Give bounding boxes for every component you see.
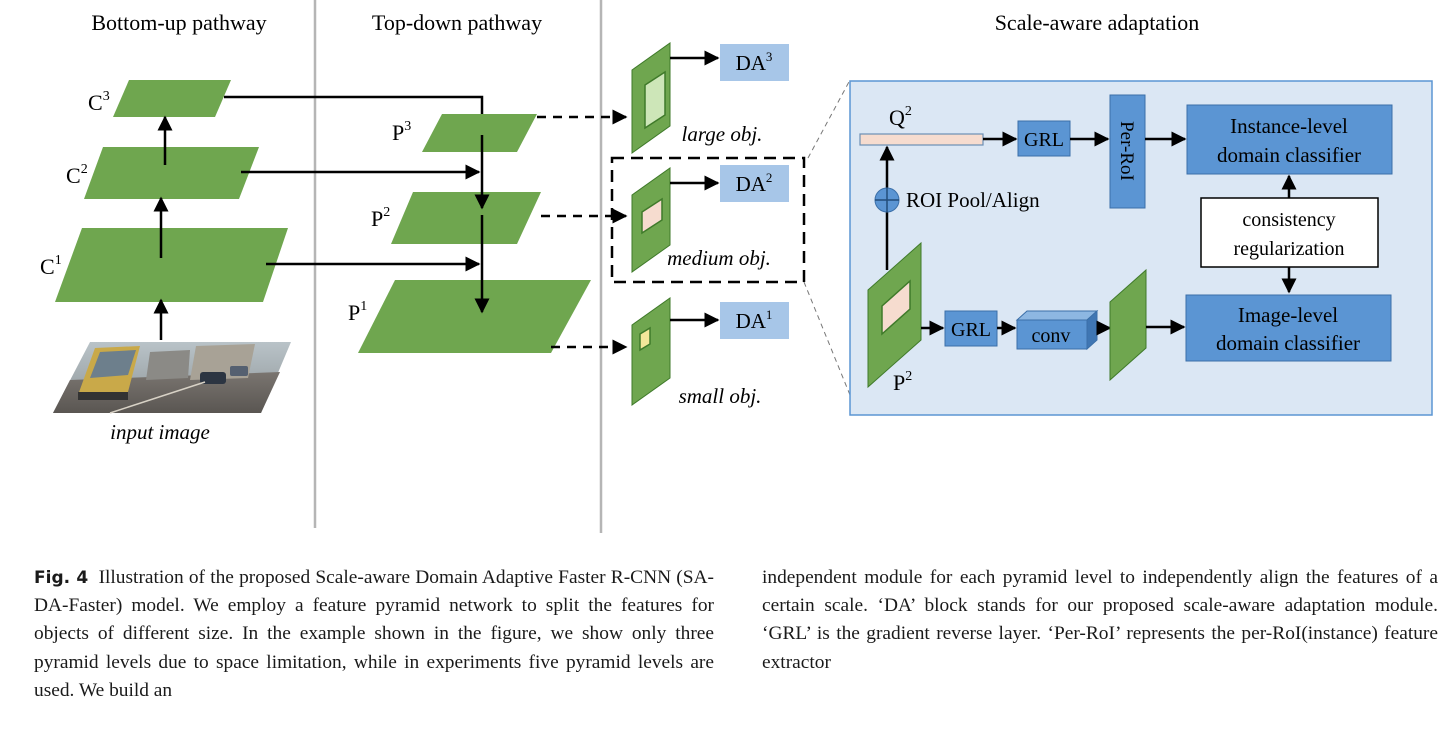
figure-diagram: Bottom-up pathway Top-down pathway Scale…: [40, 0, 1433, 533]
p2-label: P2: [371, 205, 390, 231]
module-p2-label: P2: [893, 369, 912, 395]
medium-roi-box: [641, 197, 663, 235]
p3-feature-map: [422, 114, 537, 152]
zoom-line-bottom: [803, 281, 851, 396]
conv-label: conv: [1032, 325, 1071, 347]
bottom-up-header: Bottom-up pathway: [91, 10, 266, 35]
da1-label: DA1: [736, 307, 773, 333]
large-obj-label: large obj.: [682, 122, 763, 146]
image-classifier-block: [1185, 294, 1392, 362]
caption-left-column: Fig. 4 Illustration of the proposed Scal…: [34, 564, 714, 705]
q2-label: Q2: [889, 104, 912, 130]
da3-box: [720, 44, 789, 81]
image-classifier-line2: domain classifier: [1216, 331, 1360, 355]
figure-number-label: Fig. 4: [34, 568, 89, 588]
da2-box: [720, 165, 789, 202]
zoom-line-top: [807, 79, 851, 159]
conv-output-feature-map: [1109, 268, 1147, 382]
medium-branch-frame: [610, 156, 806, 284]
p1-label: P1: [348, 299, 367, 325]
grl-bottom-label: GRL: [951, 319, 991, 341]
instance-classifier-line2: domain classifier: [1217, 143, 1361, 167]
per-roi-block: [1109, 94, 1146, 209]
p2-feature-map: [391, 192, 541, 244]
caption-left-text: Illustration of the proposed Scale-aware…: [34, 567, 714, 701]
conv-block: [1015, 309, 1099, 351]
module-p2-roi-box: [881, 279, 911, 336]
c1-label: C1: [40, 253, 62, 279]
small-obj-label: small obj.: [679, 384, 762, 408]
caption-right-column: independent module for each pyramid leve…: [762, 564, 1438, 677]
c3-feature-map: [113, 80, 231, 117]
consistency-line1: consistency: [1242, 209, 1335, 231]
consistency-line2: regularization: [1233, 238, 1344, 260]
p3-label: P3: [392, 119, 411, 145]
medium-obj-label: medium obj.: [667, 246, 771, 270]
large-roi-box: [644, 70, 666, 130]
image-classifier-line1: Image-level: [1238, 303, 1338, 327]
da1-box: [720, 302, 789, 339]
c2-feature-map: [84, 147, 259, 199]
top-down-header: Top-down pathway: [372, 10, 542, 35]
input-image-label: input image: [110, 420, 210, 444]
input-image: [53, 342, 291, 414]
grl-bottom-block: [944, 310, 998, 347]
per-roi-label: Per-RoI: [1116, 121, 1137, 181]
scale-aware-header: Scale-aware adaptation: [995, 10, 1200, 35]
c3-label: C3: [88, 89, 110, 115]
caption-right-text: independent module for each pyramid leve…: [762, 567, 1438, 673]
c1-feature-map: [55, 228, 288, 302]
instance-classifier-line1: Instance-level: [1230, 114, 1348, 138]
p1-feature-map: [358, 280, 591, 353]
c2-label: C2: [66, 162, 88, 188]
instance-classifier-block: [1186, 104, 1393, 175]
da3-label: DA3: [736, 49, 773, 75]
grl-top-label: GRL: [1024, 129, 1064, 151]
small-feature-map: [631, 297, 671, 406]
small-roi-box: [639, 326, 651, 352]
roi-pool-label: ROI Pool/Align: [906, 188, 1040, 212]
q2-feature-bar: [859, 133, 984, 146]
da2-label: DA2: [736, 170, 773, 196]
